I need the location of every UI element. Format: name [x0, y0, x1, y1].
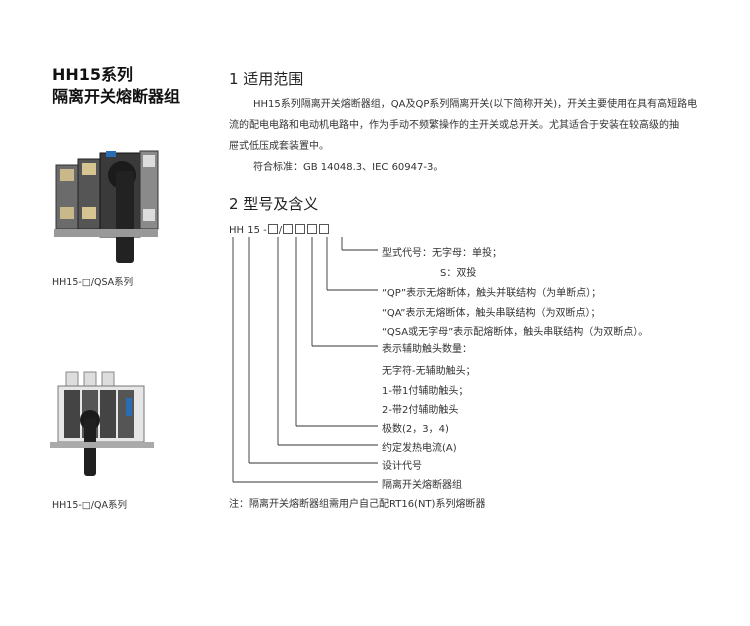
model-prefix: HH 15 -: [229, 225, 267, 236]
desc-poles: 极数(2，3，4): [382, 424, 449, 435]
desc-product-name: 隔离开关熔断器组: [382, 480, 462, 491]
section1-standard: 符合标准：GB 14048.3、IEC 60947-3。: [253, 162, 444, 173]
section1-line2: 流的配电电路和电动机电路中，作为手动不频繁操作的主开关或总开关。尤其适合于安装在…: [229, 120, 679, 131]
desc-aux-1: 1-带1付辅助触头；: [382, 386, 469, 397]
desc-qp: “QP”表示无熔断体，触头并联结构（为单断点）；: [382, 288, 602, 299]
section2-heading: 2 型号及含义: [229, 195, 319, 213]
section1-line1: HH15系列隔离开关熔断器组，QA及QP系列隔离开关(以下简称开关)，开关主要使…: [253, 99, 698, 110]
desc-aux-count: 表示辅助触头数量：: [382, 344, 472, 355]
section1-heading: 1 适用范围: [229, 70, 304, 88]
desc-qa: “QA”表示无熔断体，触头串联结构（为双断点）；: [382, 308, 601, 319]
desc-design-code: 设计代号: [382, 461, 422, 472]
code-box-5: [319, 224, 330, 234]
section2-note: 注：隔离开关熔断器组需用户自己配RT16(NT)系列熔断器: [229, 499, 486, 510]
section1-paragraph: HH15系列隔离开关熔断器组，QA及QP系列隔离开关(以下简称开关)，开关主要使…: [229, 94, 739, 178]
product-title: HH15系列 隔离开关熔断器组: [52, 64, 180, 108]
caption-qsa: HH15-□/QSA系列: [52, 277, 134, 288]
desc-current: 约定发热电流(A): [382, 443, 457, 454]
product-image-qsa: [54, 150, 159, 263]
model-code: HH 15 -/: [229, 224, 330, 236]
desc-type-code: 型式代号：无字母：单投；: [382, 248, 502, 259]
desc-type-double: S：双投: [440, 268, 477, 279]
desc-aux-2: 2-带2付辅助触头: [382, 405, 459, 416]
product-image-qa: [50, 371, 154, 476]
caption-qa: HH15-□/QA系列: [52, 500, 127, 511]
section1-line3: 屉式低压成套装置中。: [229, 141, 329, 152]
code-box-4: [307, 224, 318, 234]
current-box: [267, 224, 278, 234]
code-box-2: [283, 224, 294, 234]
code-box-3: [295, 224, 306, 234]
desc-aux-none: 无字符-无辅助触头；: [382, 366, 476, 377]
product-title-line2: 隔离开关熔断器组: [52, 87, 181, 106]
product-title-line1: HH15系列: [52, 65, 134, 84]
desc-qsa: “QSA或无字母”表示配熔断体，触头串联结构（为双断点）。: [382, 327, 649, 338]
